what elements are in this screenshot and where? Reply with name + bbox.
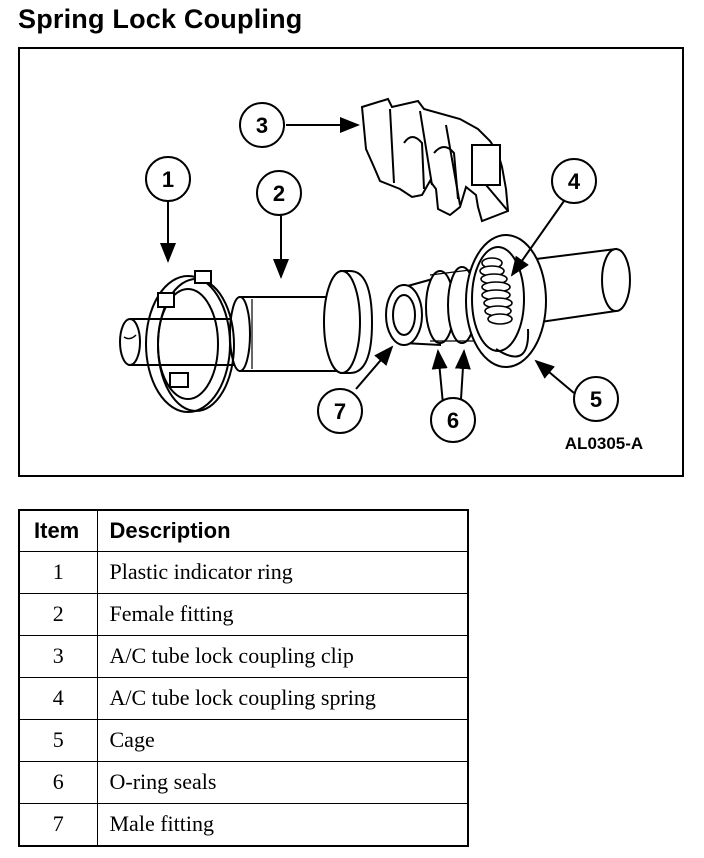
svg-text:2: 2 — [273, 181, 285, 206]
leader-arrows — [160, 117, 575, 416]
callout-6: 6 — [430, 397, 476, 443]
item-number: 5 — [18, 718, 98, 762]
item-number: 4 — [18, 676, 98, 720]
table-row: 7 Male fitting — [18, 802, 469, 846]
indicator-ring-icon — [145, 270, 235, 413]
female-fitting-icon — [229, 270, 374, 374]
column-header-item: Item — [18, 509, 98, 552]
parts-legend-table: Item Description 1 Plastic indicator rin… — [18, 509, 469, 847]
callout-2: 2 — [256, 170, 302, 216]
figure-code: AL0305-A — [565, 434, 643, 453]
item-number: 2 — [18, 592, 98, 636]
item-description: Cage — [96, 718, 469, 762]
callout-1: 1 — [145, 156, 191, 202]
column-header-description: Description — [96, 509, 469, 552]
item-description: O-ring seals — [96, 760, 469, 804]
item-number: 7 — [18, 802, 98, 846]
table-row: 5 Cage — [18, 718, 469, 762]
item-number: 6 — [18, 760, 98, 804]
table-row: 6 O-ring seals — [18, 760, 469, 804]
callout-5: 5 — [573, 376, 619, 422]
svg-text:6: 6 — [447, 408, 459, 433]
diagram-figure: 1 2 3 4 5 6 7 AL0305-A — [18, 47, 684, 477]
item-description: A/C tube lock coupling clip — [96, 634, 469, 678]
item-description: Female fitting — [96, 592, 469, 636]
callout-3: 3 — [239, 102, 285, 148]
item-description: Plastic indicator ring — [96, 550, 469, 594]
item-description: Male fitting — [96, 802, 469, 846]
callout-7: 7 — [317, 388, 363, 434]
item-number: 3 — [18, 634, 98, 678]
callout-4: 4 — [551, 158, 597, 204]
table-header-row: Item Description — [18, 509, 469, 552]
table-row: 3 A/C tube lock coupling clip — [18, 634, 469, 678]
svg-text:3: 3 — [256, 113, 268, 138]
svg-text:5: 5 — [590, 387, 602, 412]
lock-coupling-clip-icon — [360, 97, 510, 223]
item-number: 1 — [18, 550, 98, 594]
svg-text:1: 1 — [162, 167, 174, 192]
page-title: Spring Lock Coupling — [18, 4, 303, 34]
svg-text:4: 4 — [568, 169, 581, 194]
table-row: 1 Plastic indicator ring — [18, 550, 469, 594]
table-row: 2 Female fitting — [18, 592, 469, 636]
item-description: A/C tube lock coupling spring — [96, 676, 469, 720]
exploded-view-drawing: 1 2 3 4 5 6 7 AL0305-A — [119, 97, 643, 453]
svg-text:7: 7 — [334, 399, 346, 424]
coupling-spring-icon — [479, 257, 513, 325]
table-row: 4 A/C tube lock coupling spring — [18, 676, 469, 720]
